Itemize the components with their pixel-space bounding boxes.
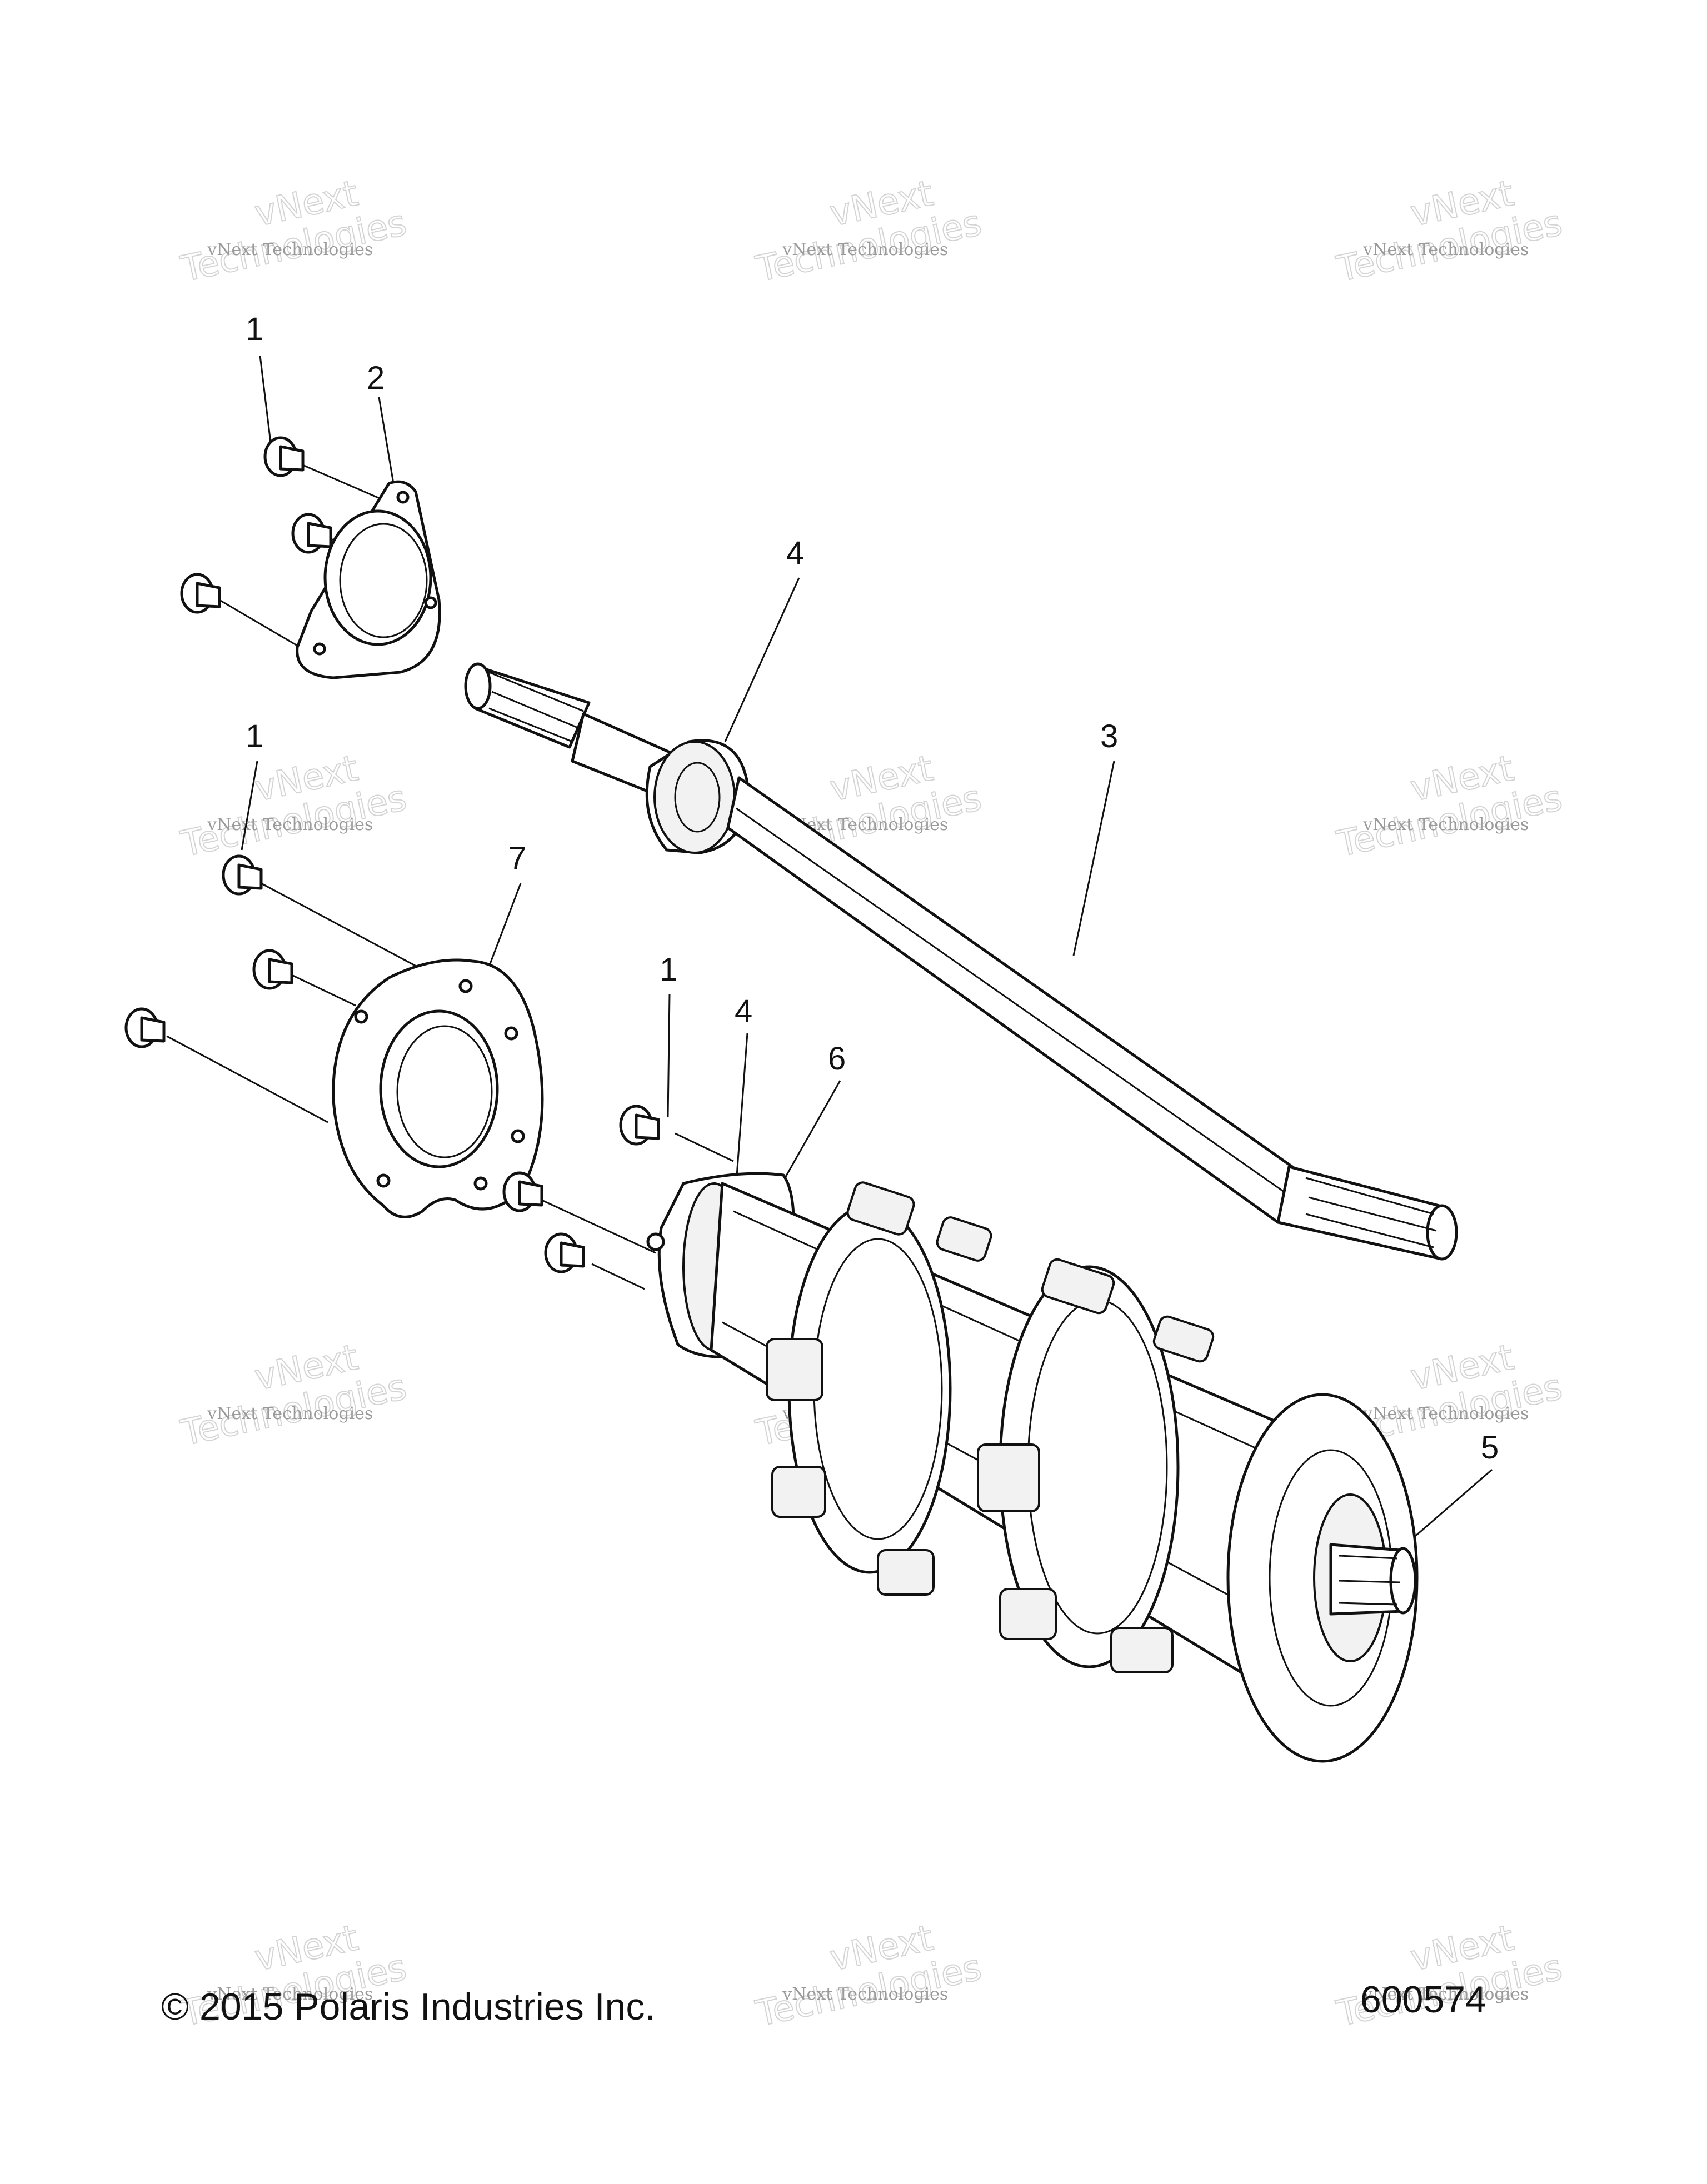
figure-number: 600574 [1360, 1978, 1486, 2021]
watermark-small-text: vNext Technologies [1362, 1985, 1529, 2004]
watermark-small-text: vNext Technologies [1362, 1404, 1529, 1423]
watermark-small-text: vNext Technologies [207, 240, 373, 259]
rivet-group-middle [124, 854, 293, 1048]
callout-7: 7 [508, 841, 526, 877]
flange-plate-small [296, 480, 441, 679]
callout-1-upper: 1 [246, 311, 263, 347]
drive-shaft [464, 662, 1458, 1261]
watermark-small-text: vNext Technologies [207, 1404, 373, 1423]
watermark-small-text: vNext Technologies [1362, 240, 1529, 259]
copyright-text: © 2015 Polaris Industries Inc. [161, 1986, 655, 2028]
callout-1-lower: 1 [660, 952, 677, 988]
flange-plate-large [332, 958, 544, 1218]
callout-3: 3 [1100, 718, 1118, 754]
rivet-group-lower [502, 1105, 660, 1273]
callout-5: 5 [1481, 1430, 1499, 1466]
callout-2: 2 [367, 360, 385, 396]
watermark-small-text: vNext Technologies [207, 1985, 373, 2004]
footer: © 2015 Polaris Industries Inc. 600574 [161, 1978, 1486, 2028]
callout-4-shaft: 4 [786, 535, 804, 571]
rivet-group-upper [180, 436, 332, 614]
watermark-small-text: vNext Technologies [207, 815, 373, 834]
watermark-small-text: vNext Technologies [782, 240, 948, 259]
callout-labels: 1 2 4 3 1 7 1 4 6 5 [246, 311, 1499, 1466]
callout-4-assembly: 4 [735, 993, 752, 1029]
callout-1-middle: 1 [246, 718, 263, 754]
watermark-small-text: vNext Technologies [782, 1985, 948, 2004]
watermark-small-text: vNext Technologies [1362, 815, 1529, 834]
callout-6: 6 [828, 1041, 846, 1077]
drive-sprocket-assembly [646, 1172, 1419, 1763]
